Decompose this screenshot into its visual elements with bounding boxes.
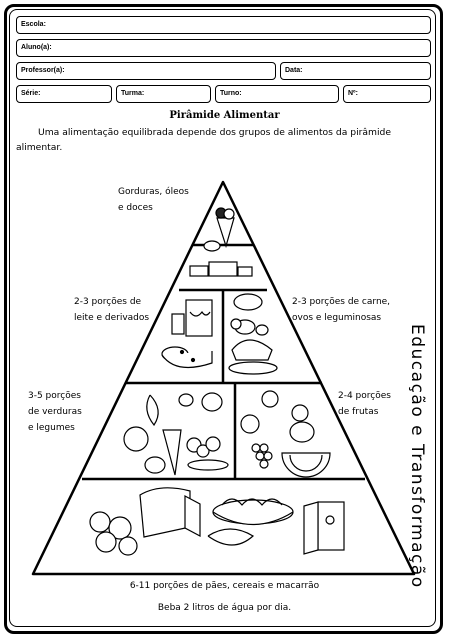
water-label: Beba 2 litros de água por dia.: [157, 603, 292, 613]
orange-icon: [261, 390, 279, 408]
onion-icon: [178, 393, 194, 407]
date-label: Data:: [285, 67, 303, 74]
fruits-label: 2-4 porções de frutas: [338, 388, 391, 420]
meat-label: 2-3 porções de carne, ovos e leguminosas: [292, 294, 390, 326]
dairy-label: 2-3 porções de leite e derivados: [74, 294, 149, 326]
school-label: Escola:: [21, 21, 46, 28]
school-field[interactable]: Escola:: [16, 16, 431, 34]
plate-icon: [228, 361, 278, 375]
apple-icon: [240, 414, 260, 434]
meat-label-line-1: 2-3 porções de carne,: [292, 297, 391, 307]
roast-chicken-icon: [231, 339, 273, 361]
fruits-group: [240, 390, 331, 478]
fats-label-line-2: e doces: [118, 203, 153, 213]
bread-loaf-icon: [139, 487, 191, 538]
student-field[interactable]: Aluno(a):: [16, 39, 431, 57]
vegetables-group: [123, 392, 229, 476]
dairy-group: [161, 299, 213, 369]
student-label: Aluno(a):: [21, 44, 52, 51]
cereal-box-icon: [317, 501, 345, 551]
dairy-label-line-2: leite e derivados: [74, 313, 150, 323]
date-field[interactable]: Data:: [280, 62, 431, 80]
grade-field[interactable]: Série:: [16, 85, 112, 103]
cheese-wedge-icon: [161, 351, 213, 369]
class-field[interactable]: Turma:: [116, 85, 211, 103]
vegetables-label-line-3: e legumes: [28, 423, 75, 433]
butter-icon: [189, 265, 209, 277]
shift-label: Turno:: [220, 90, 242, 97]
grade-label: Série:: [21, 90, 41, 97]
carrot-icon: [162, 429, 182, 476]
rice-bowl-icon: [207, 528, 255, 546]
number-field[interactable]: Nº:: [343, 85, 431, 103]
vegetables-label-line-1: 3-5 porções: [28, 391, 81, 401]
cake-icon: [203, 240, 221, 252]
fats-label: Gorduras, óleos e doces: [118, 184, 189, 216]
side-banner-text: Educação e Transformação: [407, 324, 427, 589]
lemon-icon: [291, 404, 309, 422]
page-title: Pirâmide Alimentar: [169, 110, 280, 121]
number-label: Nº:: [348, 90, 358, 97]
candy-icon: [237, 266, 253, 277]
cracker-icon: [89, 511, 111, 533]
chicken-leg-icon: [233, 293, 263, 311]
page-inner-border: [9, 9, 436, 627]
cheese-block-icon: [208, 261, 238, 277]
vegetables-label-line-2: de verduras: [28, 407, 82, 417]
class-label: Turma:: [121, 90, 145, 97]
milk-glass-icon: [171, 313, 185, 335]
meat-group: [228, 293, 278, 375]
grains-group: [89, 487, 345, 556]
fats-label-line-1: Gorduras, óleos: [118, 187, 189, 197]
fruits-label-line-2: de frutas: [338, 407, 379, 417]
ice-cream-scoop-icon-2: [223, 208, 235, 220]
grapes-icon: [251, 443, 261, 453]
page-border: [4, 4, 443, 634]
watermelon-icon: [281, 452, 331, 478]
dairy-label-line-1: 2-3 porções de: [74, 297, 142, 307]
sweets-group: [189, 207, 253, 277]
teacher-field[interactable]: Professor(a):: [16, 62, 276, 80]
shift-field[interactable]: Turno:: [215, 85, 339, 103]
milk-carton-icon: [185, 299, 213, 337]
grains-label: 6-11 porções de pães, cereais e macarrão: [129, 581, 320, 591]
teacher-label: Professor(a):: [21, 67, 65, 74]
lettuce-icon: [146, 394, 159, 427]
fruits-label-line-1: 2-4 porções: [338, 391, 391, 401]
vegetables-label: 3-5 porções de verduras e legumes: [28, 388, 82, 436]
potato-icon: [201, 392, 223, 412]
ice-cream-cone-icon: [216, 217, 235, 249]
intro-paragraph: Uma alimentação equilibrada depende dos …: [16, 127, 392, 153]
cabbage-icon: [123, 426, 149, 452]
pyramid-outline: [31, 180, 416, 576]
meat-label-line-2: ovos e leguminosas: [292, 313, 382, 323]
